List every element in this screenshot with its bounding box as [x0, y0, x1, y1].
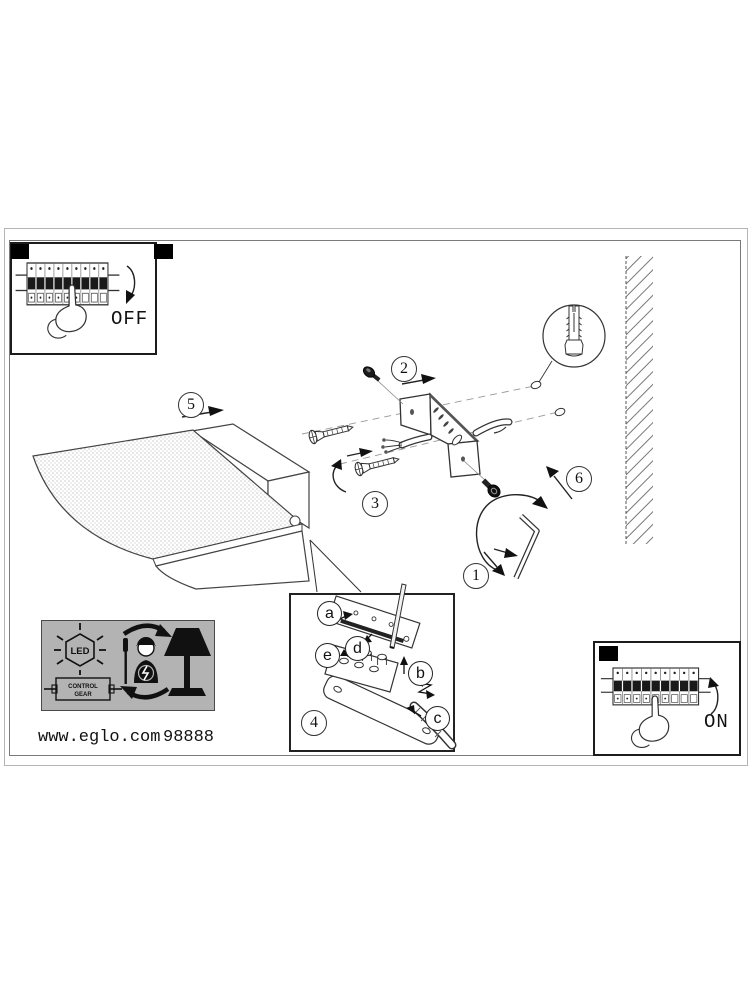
wiring-letter: b	[416, 664, 425, 682]
outer-frame	[4, 228, 748, 766]
power-off-label: OFF	[111, 308, 149, 330]
registration-mark	[154, 244, 173, 259]
wiring-letter: c	[433, 709, 442, 727]
step-marker-2: 2	[391, 356, 417, 382]
registration-mark	[599, 646, 618, 661]
wiring-detail-box	[289, 593, 455, 752]
step-number: 2	[400, 360, 408, 377]
wiring-marker-c: c	[425, 706, 450, 731]
wiring-letter: d	[353, 639, 362, 657]
wiring-marker-a: a	[317, 601, 342, 626]
wiring-marker-e: e	[315, 643, 340, 668]
step-marker-1: 1	[463, 563, 489, 589]
pictogram-box	[41, 620, 215, 711]
step-marker-4: 4	[301, 710, 327, 736]
step-number: 3	[371, 495, 379, 512]
website-text: www.eglo.com	[38, 728, 161, 747]
step-number: 4	[310, 714, 318, 731]
wiring-marker-b: b	[408, 661, 433, 686]
wiring-marker-d: d	[345, 636, 370, 661]
wiring-letter: e	[323, 646, 332, 664]
step-number: 1	[472, 567, 480, 584]
step-marker-5: 5	[178, 392, 204, 418]
breaker-off-panel-box	[10, 242, 157, 355]
step-number: 5	[187, 396, 195, 413]
model-number: 98888	[163, 728, 215, 747]
registration-mark	[11, 244, 29, 259]
wiring-letter: a	[325, 604, 334, 622]
step-number: 6	[575, 470, 583, 487]
step-marker-6: 6	[566, 466, 592, 492]
step-marker-3: 3	[362, 491, 388, 517]
inner-frame	[9, 240, 741, 756]
power-on-label: ON	[704, 711, 729, 733]
